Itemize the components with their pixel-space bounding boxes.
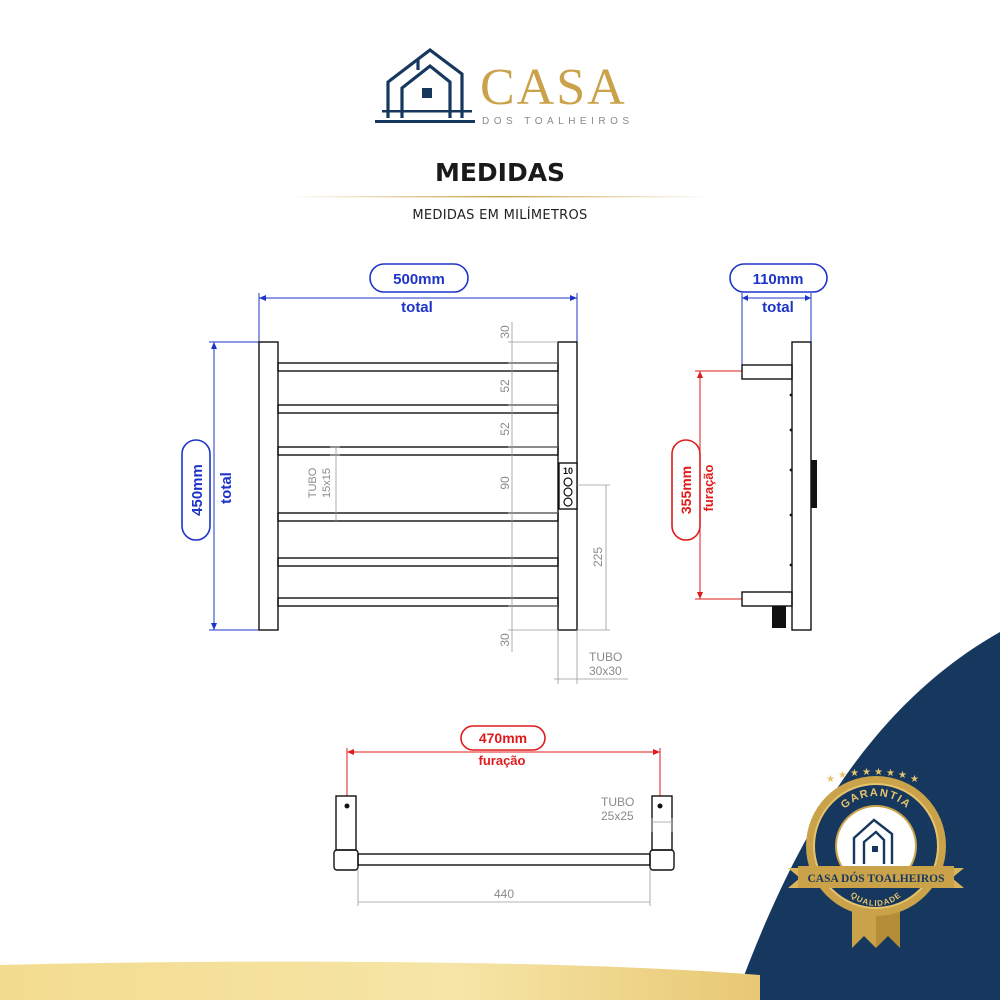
svg-text:★: ★ — [910, 774, 919, 785]
front-width-value: 500mm — [393, 271, 445, 288]
front-height-value: 450mm — [189, 464, 206, 516]
svg-text:★: ★ — [874, 767, 883, 778]
tube-small-size: 15x15 — [321, 468, 333, 498]
header-divider — [290, 196, 710, 198]
spacing-1: 30 — [498, 325, 512, 339]
top-tube-size: 25x25 — [601, 809, 634, 823]
page-title: MEDIDAS — [434, 158, 566, 187]
top-holes-value: 470mm — [479, 730, 527, 746]
spacing-5: 30 — [498, 633, 512, 647]
spacing-2: 52 — [498, 379, 512, 393]
tube-large-size: 30x30 — [589, 664, 622, 678]
svg-text:★: ★ — [898, 770, 907, 781]
svg-text:★: ★ — [886, 768, 895, 779]
spacing-3: 52 — [498, 422, 512, 436]
tube-small-label: TUBO — [307, 467, 319, 498]
side-holes-value: 355mm — [678, 466, 694, 514]
badge-ribbon-text: CASA DÓS TOALHEIROS — [808, 871, 945, 885]
svg-text:★: ★ — [862, 767, 871, 778]
brand-tagline: DOS TOALHEIROS — [482, 116, 634, 127]
display-number: 10 — [563, 466, 573, 476]
side-holes-label: furação — [701, 464, 716, 511]
front-view: 500mm total 450mm total 10 — [181, 263, 628, 684]
top-holes-label: furação — [479, 753, 526, 768]
spacing-225: 225 — [591, 547, 605, 567]
side-depth-value: 110mm — [753, 271, 804, 288]
top-bar-length: 440 — [494, 887, 514, 901]
brand-name: CASA — [480, 59, 627, 116]
side-depth-label: total — [762, 299, 794, 316]
gold-wave — [0, 961, 760, 1000]
page-subtitle: MEDIDAS EM MILÍMETROS — [412, 208, 588, 223]
svg-text:★: ★ — [850, 768, 859, 779]
front-height-label: total — [218, 472, 235, 504]
side-view: 110mm total 355mm furação — [671, 263, 828, 631]
tube-large-label: TUBO — [589, 650, 622, 664]
svg-text:★: ★ — [826, 774, 835, 785]
svg-text:★: ★ — [838, 770, 847, 781]
top-tube-label: TUBO — [601, 795, 634, 809]
spacing-4: 90 — [498, 476, 512, 490]
front-width-label: total — [401, 299, 433, 316]
top-view: 470mm furação TUBO 25x25 440 — [333, 725, 675, 906]
